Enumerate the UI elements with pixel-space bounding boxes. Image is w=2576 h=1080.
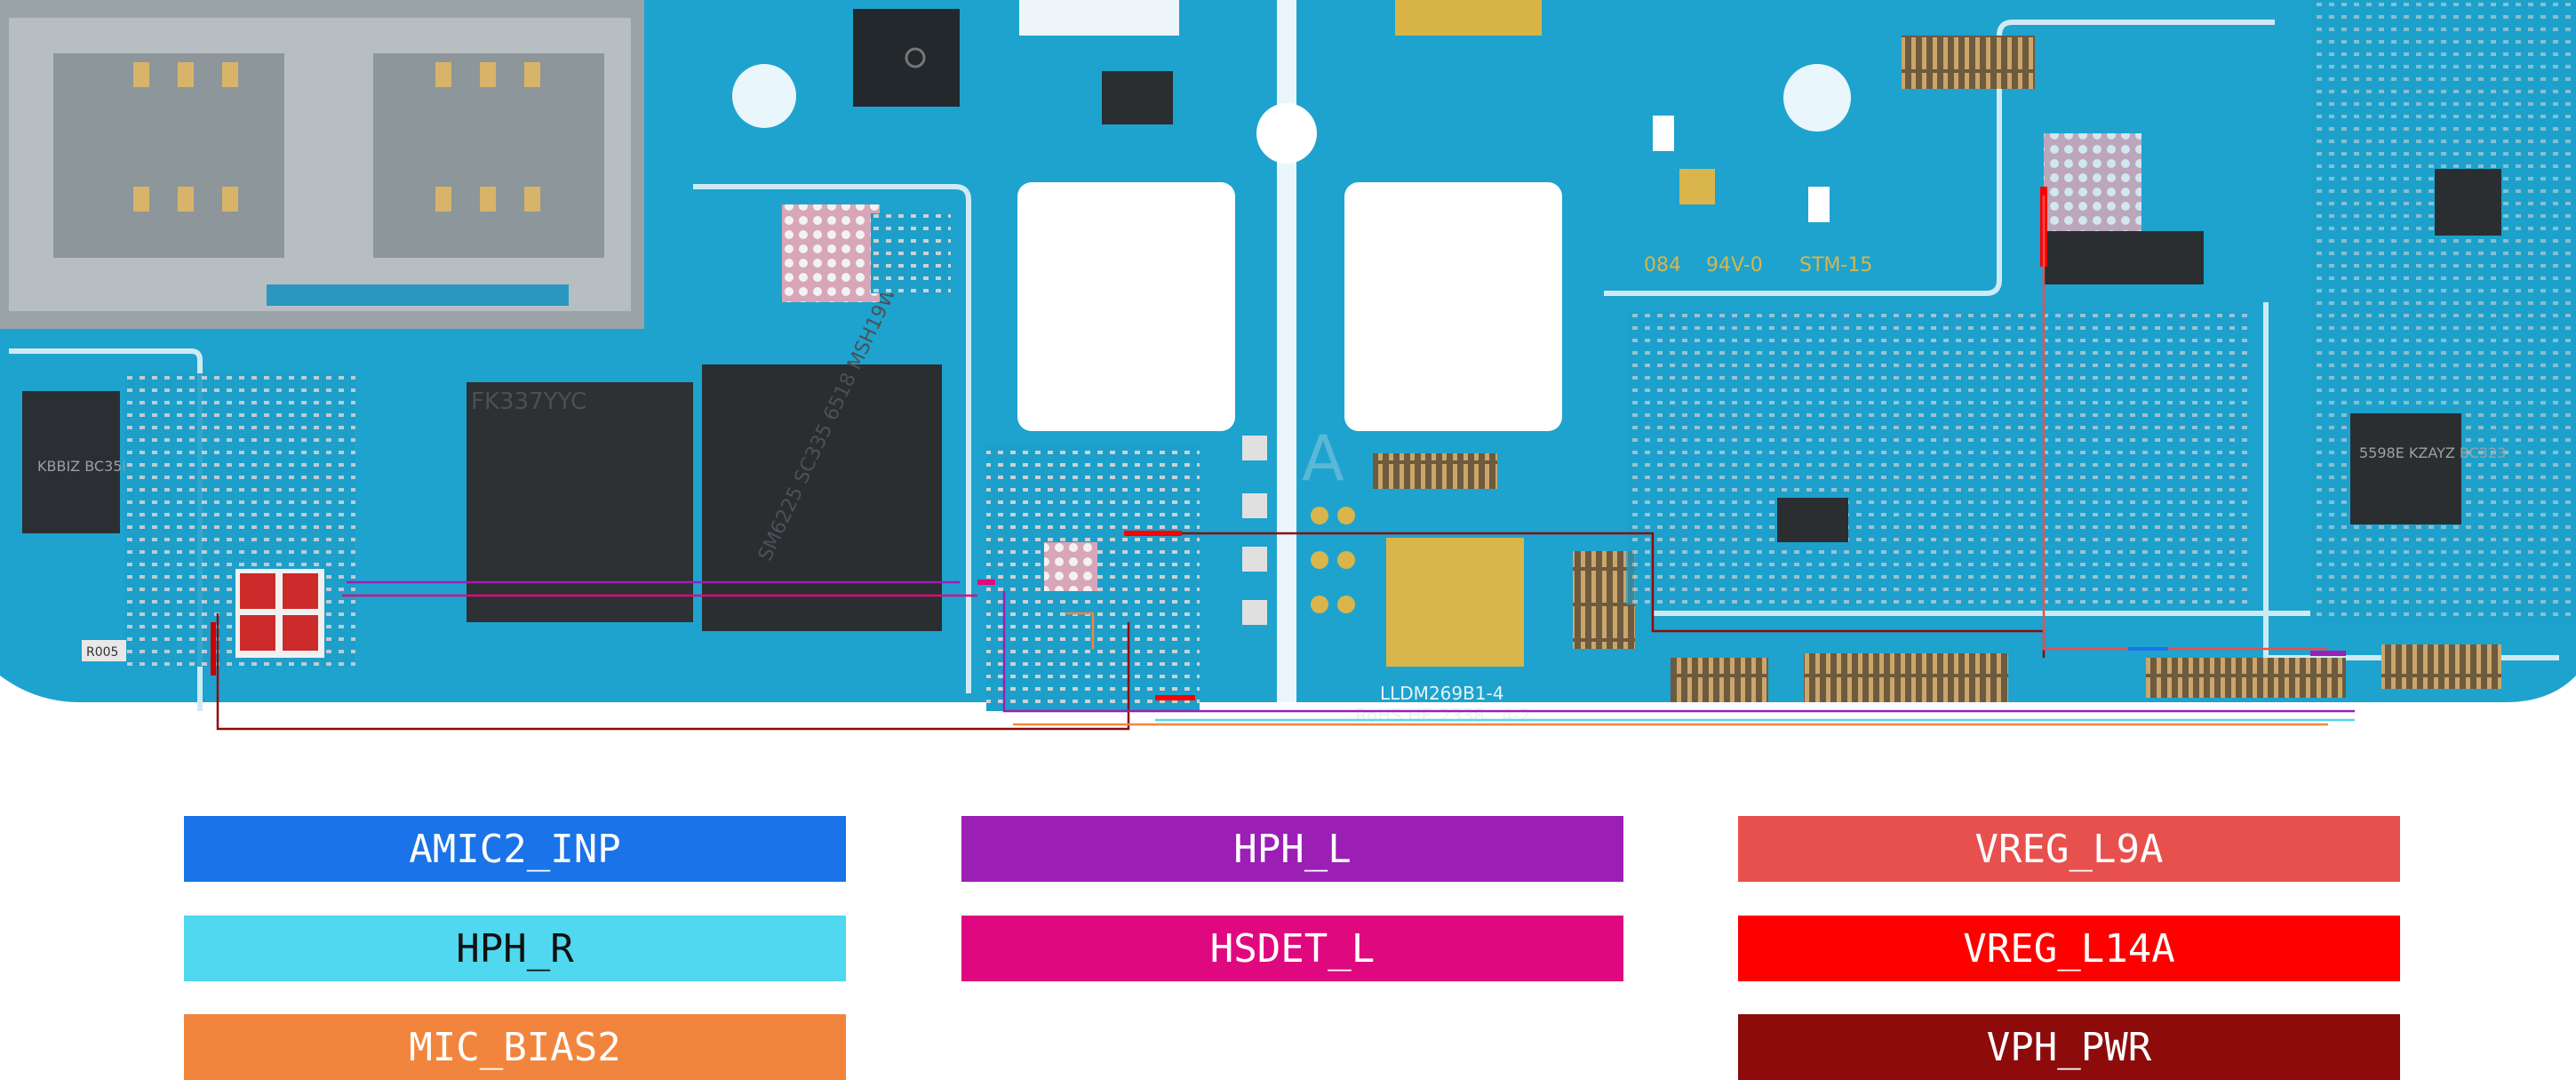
gold-pad [1386,538,1524,667]
board-marking-date: 2338 [1440,705,1485,726]
memory-chip [467,382,693,622]
legend-hph-r: HPH_R [184,916,846,981]
silkscreen-letter: A [1302,422,1344,495]
board-window-left [1017,182,1235,431]
board-marking-model: LLDM269B1-4 [1380,683,1504,704]
board-marking-batch: 084 [1644,254,1681,276]
connector-top [1373,453,1497,489]
legend-vreg-l14a: VREG_L14A [1738,916,2400,981]
legend-vph-pwr: VPH_PWR [1738,1014,2400,1080]
pcb-board-image: KBBIZ BC35K R005 FK337YYC SM6225 SC335 6… [0,0,2576,731]
ic-right [2350,413,2461,524]
legend-mic-bias2: MIC_BIAS2 [184,1014,846,1080]
soc-chip [702,364,942,631]
legend-label: HSDET_L [1209,925,1376,972]
legend-hph-l: HPH_L [961,816,1623,882]
ic-left-label: KBBIZ BC35K [37,458,132,475]
legend-label: VPH_PWR [1986,1024,2152,1070]
legend-label: HPH_L [1233,826,1352,872]
board-marking-rohs: RoHS HF [1355,705,1432,726]
board-marking-mfr: STM-15 [1799,254,1872,276]
legend-hsdet-l: HSDET_L [961,916,1623,981]
ic-right-label: 5598E KZAYZ BC323 [2359,444,2506,461]
legend-vreg-l9a: VREG_L9A [1738,816,2400,882]
legend-label: VREG_L9A [1974,826,2164,872]
board-marking-rating: 94V-0 [1706,254,1763,276]
memory-chip-label: FK337YYC [471,388,586,415]
legend-amic2-inp: AMIC2_INP [184,816,846,882]
legend-label: AMIC2_INP [409,826,621,872]
pcb-board-graphic: KBBIZ BC35K R005 FK337YYC SM6225 SC335 6… [0,0,2576,731]
legend-label: VREG_L14A [1963,925,2175,972]
ic-left [22,391,120,533]
board-marking-rev: 4-2 [1502,705,1531,726]
legend-label: HPH_R [456,925,574,972]
resistor-label: R005 [86,645,118,660]
legend-label: MIC_BIAS2 [409,1024,621,1070]
board-window-right [1344,182,1562,431]
connector-bottom [1804,653,2008,702]
board-slot [1277,0,1296,702]
trace-overlay [211,187,2355,731]
